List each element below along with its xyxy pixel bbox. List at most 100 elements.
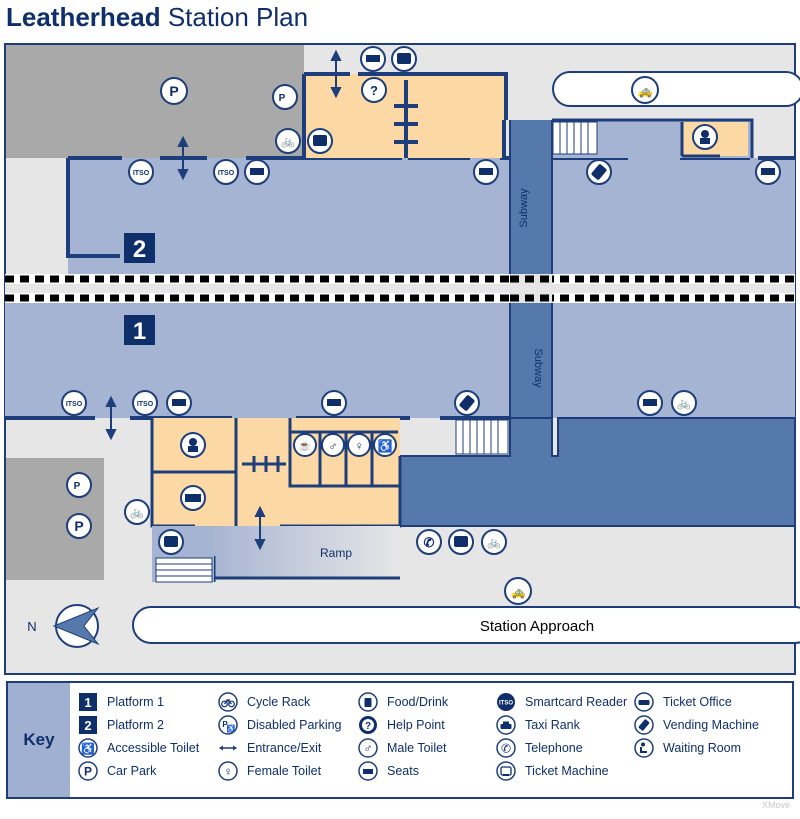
cycle-rack-icon bbox=[671, 390, 697, 416]
disabled-parking-icon bbox=[272, 84, 298, 110]
key-item-taxi-rank: Taxi Rank bbox=[496, 715, 580, 735]
key-item-ticket-office: Ticket Office bbox=[634, 692, 732, 712]
svg-text:N: N bbox=[27, 619, 36, 634]
compass-icon: N bbox=[27, 604, 100, 648]
svg-text:?: ? bbox=[370, 83, 378, 98]
taxi-rank-icon bbox=[631, 76, 659, 104]
svg-text:ITSO: ITSO bbox=[66, 401, 83, 408]
cycle-rack-icon bbox=[124, 499, 150, 525]
cycle-rack-icon bbox=[218, 692, 238, 712]
entrance-exit-icon bbox=[219, 745, 237, 751]
page-title: Leatherhead Station Plan bbox=[6, 2, 309, 32]
smartcard-reader-icon bbox=[213, 159, 239, 185]
key-item-help-point: ?Help Point bbox=[358, 715, 445, 735]
help-point-icon: ? bbox=[359, 716, 377, 734]
vending-machine-icon bbox=[634, 715, 654, 735]
svg-text:🚲: 🚲 bbox=[281, 136, 295, 148]
svg-text:🚲: 🚲 bbox=[130, 507, 144, 519]
ramp-label: Ramp bbox=[320, 546, 352, 560]
waiting-room-icon bbox=[634, 738, 654, 758]
platform-1-marker bbox=[124, 315, 155, 345]
svg-text:🚕: 🚕 bbox=[511, 585, 526, 599]
watermark: XMove bbox=[761, 800, 790, 810]
disabled-parking-icon: P♿ bbox=[218, 715, 238, 735]
south-subway-block bbox=[399, 417, 796, 527]
svg-text:♿: ♿ bbox=[378, 439, 393, 453]
svg-text:P: P bbox=[84, 765, 92, 779]
help-point-icon bbox=[361, 77, 387, 103]
seats-icon bbox=[358, 761, 378, 781]
taxi-rank-icon bbox=[496, 715, 516, 735]
key-item-waiting-room: Waiting Room bbox=[634, 738, 741, 758]
car-park-icon: P bbox=[78, 761, 98, 781]
telephone-icon bbox=[416, 529, 442, 555]
car-park-north bbox=[6, 45, 304, 158]
svg-text:♀: ♀ bbox=[224, 765, 233, 779]
accessible-toilet-icon: ♿ bbox=[78, 738, 98, 758]
ticket-machine-icon bbox=[496, 761, 516, 781]
svg-text:🚕: 🚕 bbox=[638, 84, 653, 98]
svg-text:♂: ♂ bbox=[329, 439, 338, 453]
subway-label-north: Subway bbox=[518, 188, 530, 228]
svg-text:♿: ♿ bbox=[81, 743, 95, 756]
food-drink-icon bbox=[293, 433, 317, 457]
platform-2-marker bbox=[124, 233, 155, 263]
road-north bbox=[552, 71, 800, 107]
car-park-icon bbox=[66, 513, 92, 539]
platform-2-area bbox=[68, 158, 795, 274]
svg-text:ITSO: ITSO bbox=[218, 170, 235, 177]
entrance-exit-arrows bbox=[105, 49, 342, 551]
smartcard-reader-icon bbox=[61, 390, 87, 416]
female-toilet-icon: ♀ bbox=[218, 761, 238, 781]
svg-text:1: 1 bbox=[133, 318, 146, 345]
svg-text:P: P bbox=[169, 83, 178, 99]
key-item-accessible-toilet: ♿Accessible Toilet bbox=[78, 738, 199, 758]
stairs-north bbox=[552, 121, 598, 155]
smartcard-reader-icon: ITSO bbox=[497, 693, 515, 711]
smartcard-reader-icon bbox=[128, 159, 154, 185]
car-park-icon bbox=[160, 77, 188, 105]
stairs-forecourt bbox=[155, 557, 213, 583]
svg-text:ITSO: ITSO bbox=[133, 170, 150, 177]
platform-2-icon: 2 bbox=[79, 716, 97, 734]
female-toilet-icon bbox=[347, 433, 371, 457]
subway-label-south: Subway bbox=[532, 348, 544, 388]
svg-text:P: P bbox=[279, 93, 286, 104]
svg-text:P: P bbox=[74, 518, 83, 534]
svg-text:ITSO: ITSO bbox=[137, 401, 154, 408]
svg-text:🚲: 🚲 bbox=[487, 537, 501, 549]
svg-text:P: P bbox=[222, 720, 228, 729]
svg-text:P: P bbox=[74, 481, 81, 492]
key-item-female-toilet: ♀Female Toilet bbox=[218, 761, 321, 781]
key-item-cycle-rack: Cycle Rack bbox=[218, 692, 310, 712]
ticket-gates-north bbox=[394, 80, 418, 158]
key-item-male-toilet: ♂Male Toilet bbox=[358, 738, 447, 758]
svg-text:2: 2 bbox=[84, 718, 91, 733]
subway bbox=[510, 120, 552, 420]
ramp bbox=[214, 526, 400, 578]
station-map: 2 1 Subway Subway Ramp Station Approach … bbox=[4, 43, 800, 675]
svg-text:♿: ♿ bbox=[227, 724, 236, 733]
svg-text:ITSO: ITSO bbox=[499, 701, 513, 707]
station-approach-label: Station Approach bbox=[480, 618, 594, 635]
food-drink-icon bbox=[358, 692, 378, 712]
key-item-food-drink: Food/Drink bbox=[358, 692, 448, 712]
svg-text:♂: ♂ bbox=[364, 742, 373, 756]
cycle-rack-icon bbox=[275, 128, 301, 154]
telephone-icon: ✆ bbox=[496, 738, 516, 758]
accessible-toilet-icon bbox=[373, 433, 397, 457]
ticket-office-icon bbox=[634, 692, 654, 712]
svg-text:1: 1 bbox=[84, 695, 91, 710]
male-toilet-icon bbox=[321, 433, 345, 457]
ticket-gates-south bbox=[242, 456, 286, 472]
smartcard-reader-icon bbox=[132, 390, 158, 416]
cycle-rack-icon bbox=[481, 529, 507, 555]
svg-text:☕: ☕ bbox=[299, 439, 311, 452]
station-approach-road bbox=[132, 606, 800, 644]
male-toilet-icon: ♂ bbox=[358, 738, 378, 758]
key-heading: Key bbox=[8, 683, 70, 797]
